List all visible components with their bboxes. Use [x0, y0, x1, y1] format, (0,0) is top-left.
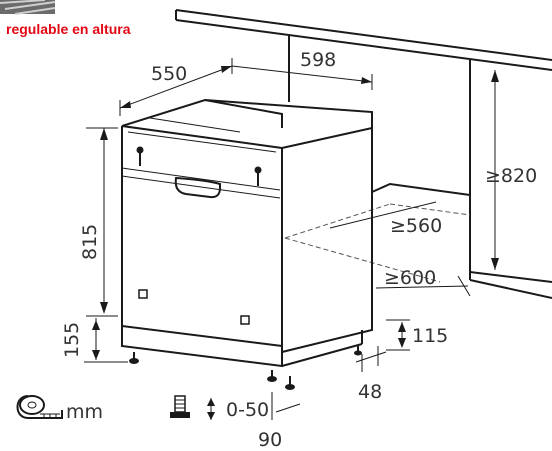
photo-fragment: [0, 0, 56, 15]
niche-height-dimension: ≥820: [485, 165, 537, 187]
niche-floor-outline: [284, 203, 471, 283]
niche-depth-dimension: ≥560: [390, 215, 442, 237]
kick-height-dimension: 115: [412, 325, 448, 347]
dishwasher: [121, 98, 373, 390]
niche-walls: [288, 36, 552, 299]
kick-depth-dimension: 48: [358, 381, 382, 403]
measuring-tape-icon: [16, 395, 63, 419]
height-adjustable-label: regulable en altura: [6, 21, 131, 37]
niche-width-dimension: ≥600: [384, 267, 436, 289]
plinth-dimension: 155: [61, 322, 83, 358]
adjust-dimension: 0-50: [226, 399, 269, 421]
offset-dimension: 90: [258, 429, 282, 451]
height-dimension: 815: [79, 224, 101, 260]
width-dimension: 598: [300, 49, 336, 71]
dimension-lines: [84, 58, 499, 420]
unit-label: mm: [66, 401, 103, 423]
adjustable-foot-icon: [170, 395, 190, 418]
depth-dimension: 550: [151, 63, 187, 85]
countertop: [175, 9, 552, 71]
